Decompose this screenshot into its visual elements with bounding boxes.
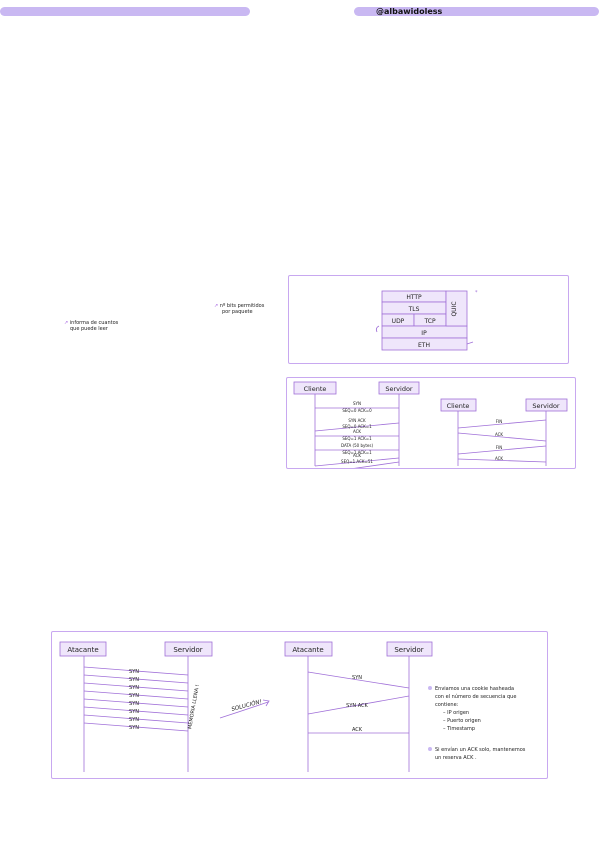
item-ip: – IP origen — [443, 710, 469, 716]
solution-synack: SYN ACK — [346, 703, 368, 709]
syn-1: SYN — [129, 669, 139, 675]
item-timestamp: – Timestamp — [443, 726, 475, 732]
protocol-stack-panel: HTTP TLS UDP TCP IP ETH QUIC * — [288, 275, 569, 364]
svg-text:*: * — [475, 290, 478, 296]
msg-synack-sub: SEQ=0 ACK=1 — [342, 424, 372, 429]
solution-text: Enviamos una cookie hasheada con el núme… — [435, 686, 526, 761]
layer-udp: UDP — [392, 318, 405, 325]
author-handle: @albawidoless — [376, 7, 443, 16]
note-bits-1: nº bits permitidos — [219, 303, 265, 309]
layer-ip: IP — [421, 330, 427, 337]
syn-3: SYN — [129, 685, 139, 691]
server-label: Servidor — [385, 385, 413, 393]
msg-syn-sub: SEQ=0 ACK=0 — [342, 408, 372, 413]
text1-line1: Enviamos una cookie hasheada — [435, 686, 514, 692]
note-info-2: que puede leer — [70, 326, 108, 332]
close-fin-2: FIN — [496, 445, 502, 450]
syn-6: SYN — [129, 709, 139, 715]
note-info-1: informa de cuantos — [69, 320, 119, 326]
msg-synack: SYN ACK — [348, 418, 366, 423]
msg-data: DATA (50 bytes) — [341, 443, 374, 448]
note-bits-2: por paquete — [222, 309, 253, 315]
tcp-handshake-panel: Cliente Servidor Cliente Servidor SYN SE… — [286, 377, 576, 475]
msg-syn: SYN — [353, 401, 361, 406]
header-bar-left — [0, 7, 250, 16]
layer-tls: TLS — [408, 306, 420, 313]
msg-ack2: ACK — [353, 453, 361, 458]
attack-server-label-2: Servidor — [394, 646, 423, 654]
msg-ack: ACK — [353, 429, 361, 434]
syn-flood-panel: Atacante Servidor Atacante Servidor SYN … — [51, 631, 548, 779]
msg-ack2-sub: SEQ=1 ACK=51 — [341, 459, 373, 464]
client-label-2: Cliente — [447, 402, 470, 410]
client-label: Cliente — [304, 385, 327, 393]
server-label-2: Servidor — [532, 402, 560, 410]
syn-2: SYN — [129, 677, 139, 683]
close-ack-2: ACK — [495, 456, 503, 461]
close-ack-1: ACK — [495, 432, 503, 437]
msg-data-sub: SEQ=1 ACK=1 — [342, 450, 372, 455]
layer-http: HTTP — [406, 294, 422, 301]
note-bits: ↗ nº bits permitidos por paquete — [214, 303, 265, 315]
text1-line3: contiene: — [435, 702, 459, 708]
protocol-stack-diagram: HTTP TLS UDP TCP IP ETH QUIC * — [375, 290, 478, 351]
attack-server-label: Servidor — [173, 646, 202, 654]
text1-line2: con el número de secuencia que — [435, 693, 516, 700]
text2-line2: un reserva ACK . — [435, 755, 477, 761]
layer-eth: ETH — [418, 342, 430, 349]
syn-4: SYN — [129, 693, 139, 699]
layer-tcp: TCP — [423, 318, 436, 325]
text2-line1: Si envían un ACK solo, mantenemos — [435, 746, 526, 753]
solution-syn: SYN — [352, 675, 362, 681]
attacker-label-2: Atacante — [292, 646, 323, 654]
syn-7: SYN — [129, 717, 139, 723]
attacker-label: Atacante — [67, 646, 98, 654]
close-fin-1: FIN — [496, 419, 502, 424]
msg-ack-sub: SEQ=1 ACK=1 — [342, 436, 372, 441]
layer-quic: QUIC — [451, 301, 458, 316]
syn-8: SYN — [129, 725, 139, 731]
memory-full-label: MEMORIA LLENA ! — [187, 684, 201, 730]
tcp-handshake-diagram: Cliente Servidor Cliente Servidor SYN SE… — [293, 381, 568, 475]
syn-5: SYN — [129, 701, 139, 707]
solution-ack: ACK — [352, 727, 363, 733]
note-info: ↗ informa de cuantos que puede leer — [64, 320, 119, 332]
header-bar-right — [354, 7, 599, 16]
item-port: – Puerto origen — [443, 718, 481, 724]
syn-flood-diagram: Atacante Servidor Atacante Servidor SYN … — [59, 641, 526, 772]
